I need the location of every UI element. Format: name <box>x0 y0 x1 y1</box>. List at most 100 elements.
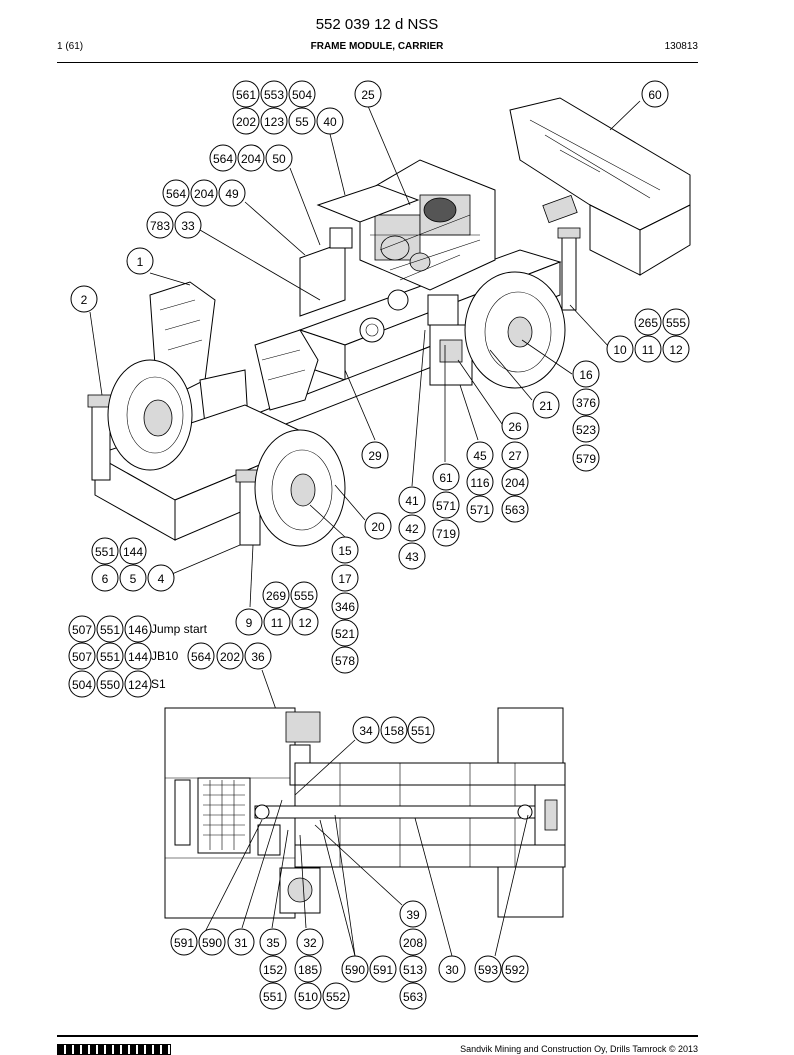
callout-circle <box>316 107 344 135</box>
callout-number: 504 <box>292 88 312 102</box>
callout-circle <box>262 581 290 609</box>
callout-number: 265 <box>638 316 658 330</box>
callout-number: 564 <box>191 650 211 664</box>
callout-circle <box>399 982 427 1010</box>
callout-42: 42 <box>398 514 426 542</box>
callout-circle <box>364 512 392 540</box>
callout-number: 204 <box>194 187 214 201</box>
callout-579: 579 <box>572 444 600 472</box>
callout-563: 563 <box>399 982 427 1010</box>
callout-783: 783 <box>146 211 174 239</box>
callout-number: 507 <box>72 623 92 637</box>
callout-number: 202 <box>220 650 240 664</box>
callout-5: 5 <box>119 564 147 592</box>
callout-number: 158 <box>384 724 404 738</box>
callout-number: 551 <box>263 990 283 1004</box>
callout-circle <box>634 335 662 363</box>
callout-21: 21 <box>532 391 560 419</box>
callout-146: 146 <box>124 615 152 643</box>
callout-circle <box>68 642 96 670</box>
callout-circle <box>263 608 291 636</box>
callout-number: 45 <box>473 449 487 463</box>
callout-number: 551 <box>100 650 120 664</box>
callout-number: 593 <box>478 963 498 977</box>
callout-number: 507 <box>72 650 92 664</box>
callout-number: 16 <box>579 368 593 382</box>
callout-507: 507 <box>68 642 96 670</box>
callout-number: 5 <box>130 572 137 586</box>
callout-number: 571 <box>470 503 490 517</box>
page-title: FRAME MODULE, CARRIER <box>310 41 444 52</box>
callout-number: 523 <box>576 423 596 437</box>
callout-circle <box>91 564 119 592</box>
callout-circle <box>380 716 408 744</box>
callout-50: 50 <box>265 144 293 172</box>
callout-circle <box>259 955 287 983</box>
callout-2: 2 <box>70 285 98 313</box>
callout-593: 593 <box>474 955 502 983</box>
callout-152: 152 <box>259 955 287 983</box>
callout-20: 20 <box>364 512 392 540</box>
callout-circle <box>501 441 529 469</box>
callout-number: 144 <box>123 545 143 559</box>
callout-number: 561 <box>236 88 256 102</box>
callout-circle <box>634 308 662 336</box>
callout-number: 27 <box>508 449 522 463</box>
callout-10: 10 <box>606 335 634 363</box>
callout-number: 21 <box>539 399 553 413</box>
callout-1: 1 <box>126 247 154 275</box>
callout-504: 504 <box>288 80 316 108</box>
callout-circle <box>501 955 529 983</box>
callout-number: 719 <box>436 527 456 541</box>
callout-number: 9 <box>246 616 253 630</box>
callout-30: 30 <box>438 955 466 983</box>
callout-circle <box>162 179 190 207</box>
wheel-rear-right <box>464 271 566 389</box>
callout-16: 16 <box>572 360 600 388</box>
label-jb10: JB10 <box>151 649 179 663</box>
callout-circle <box>294 982 322 1010</box>
page-indicator: 1 (61) <box>57 41 84 52</box>
callout-6: 6 <box>91 564 119 592</box>
carrier-isometric-drawing <box>87 97 691 547</box>
callout-124: 124 <box>124 670 152 698</box>
callout-circle <box>259 928 287 956</box>
callout-circle <box>190 179 218 207</box>
callout-34: 34 <box>352 716 380 744</box>
callout-27: 27 <box>501 441 529 469</box>
label-jump-start: Jump start <box>151 622 208 636</box>
callout-49: 49 <box>218 179 246 207</box>
callout-551: 551 <box>96 615 124 643</box>
wheel-front-left <box>107 359 193 471</box>
callout-number: 124 <box>128 678 148 692</box>
callout-number: 55 <box>295 115 309 129</box>
callout-number: 15 <box>338 544 352 558</box>
callout-circle <box>96 615 124 643</box>
callout-551: 551 <box>96 642 124 670</box>
upper-leader-lines <box>89 100 641 736</box>
callout-592: 592 <box>501 955 529 983</box>
callout-number: 551 <box>411 724 431 738</box>
callout-number: 571 <box>436 499 456 513</box>
callout-number: 61 <box>439 471 453 485</box>
callout-circle <box>259 982 287 1010</box>
callout-circle <box>70 285 98 313</box>
callout-number: 152 <box>263 963 283 977</box>
callout-circle <box>146 211 174 239</box>
callout-61: 61 <box>432 463 460 491</box>
callout-circle <box>216 642 244 670</box>
callout-circle <box>235 608 263 636</box>
callout-555: 555 <box>662 308 690 336</box>
callout-circle <box>438 955 466 983</box>
callout-12: 12 <box>662 335 690 363</box>
callout-number: 591 <box>373 963 393 977</box>
footer-copyright: Sandvik Mining and Construction Oy, Dril… <box>460 1044 698 1054</box>
callout-number: 208 <box>403 936 423 950</box>
callout-number: 1 <box>137 255 144 269</box>
callout-590: 590 <box>341 955 369 983</box>
callout-number: 42 <box>405 522 419 536</box>
callout-55: 55 <box>288 107 316 135</box>
callout-11: 11 <box>263 608 291 636</box>
callout-circle <box>96 642 124 670</box>
